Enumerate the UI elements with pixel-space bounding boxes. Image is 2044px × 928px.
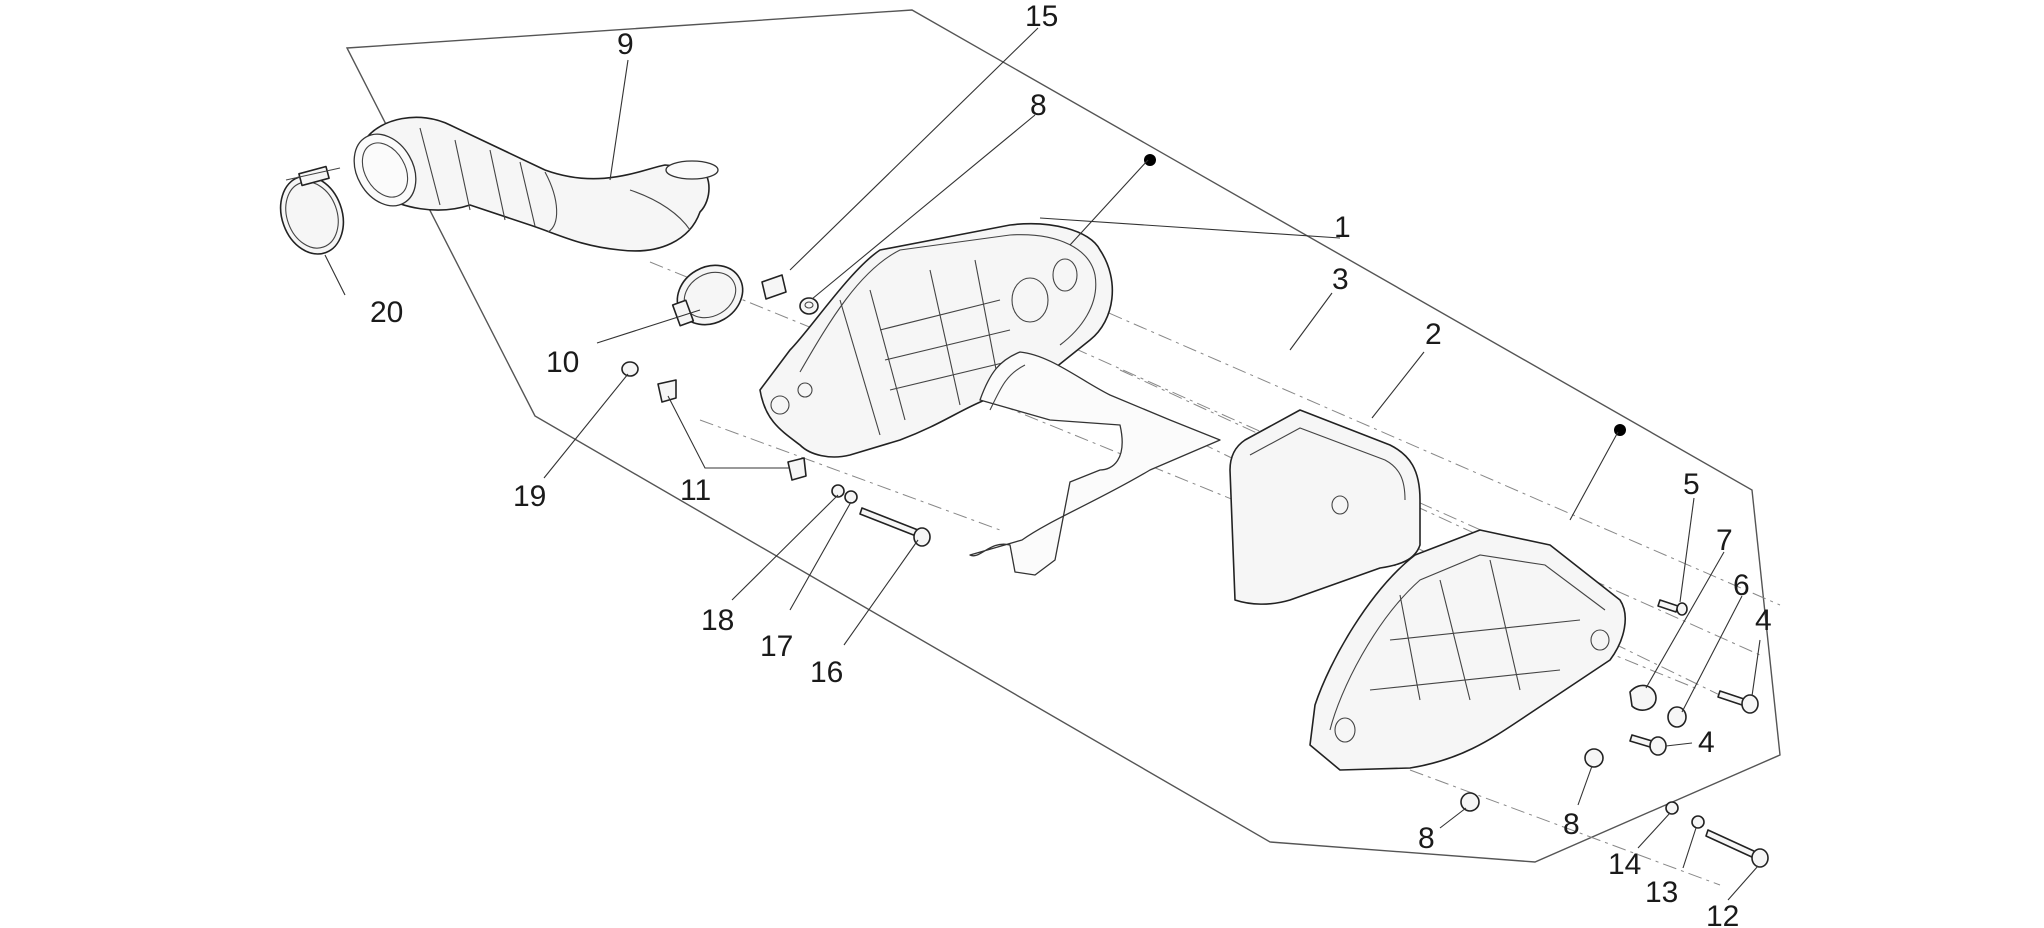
washer-14 <box>1665 801 1679 815</box>
callout-1: 1 <box>1334 211 1351 244</box>
callout-14: 14 <box>1608 848 1641 881</box>
fastener-15 <box>761 274 787 300</box>
spacer-8-right <box>1584 748 1604 768</box>
screw-4-lower <box>1629 734 1667 756</box>
callout-8-right: 8 <box>1563 808 1580 841</box>
fastener-19 <box>621 361 639 377</box>
callout-labels: 15 9 8 1 3 2 20 10 19 11 5 7 6 4 18 17 1… <box>370 0 1772 928</box>
fastener-11b <box>787 457 807 481</box>
callout-4-upper: 4 <box>1755 604 1772 637</box>
screw-5 <box>1657 599 1688 616</box>
callout-13: 13 <box>1645 876 1678 909</box>
callout-19: 19 <box>513 480 546 513</box>
filter-box-housing <box>759 222 1114 458</box>
callout-6: 6 <box>1733 569 1750 602</box>
screw-4-upper <box>1717 690 1759 714</box>
grommet-6 <box>1667 706 1687 728</box>
callout-12: 12 <box>1706 900 1739 928</box>
callout-8-bottom: 8 <box>1418 822 1435 855</box>
filter-box-cover <box>1309 529 1626 771</box>
filter-element <box>1229 409 1421 605</box>
clip-7 <box>1629 684 1657 711</box>
hose-clamp-small <box>279 165 345 255</box>
gasket <box>969 351 1221 576</box>
washer-18 <box>831 484 845 498</box>
spacer-8-bottom <box>1460 792 1480 812</box>
callout-8-top: 8 <box>1030 89 1047 122</box>
bolt-16 <box>859 507 931 547</box>
callout-10: 10 <box>546 346 579 379</box>
callout-4-lower: 4 <box>1698 726 1715 759</box>
callout-11: 11 <box>680 474 711 507</box>
callout-18: 18 <box>701 604 734 637</box>
washer-13 <box>1691 815 1705 829</box>
bolt-12 <box>1705 829 1769 868</box>
fastener-11a <box>657 379 677 403</box>
assembly-outline <box>345 9 1781 863</box>
washer-17 <box>844 490 858 504</box>
callout-5: 5 <box>1683 468 1700 501</box>
reference-dots <box>1144 154 1626 436</box>
fastener-8-top <box>799 297 819 315</box>
leader-lines <box>324 27 1761 901</box>
callout-20: 20 <box>370 296 403 329</box>
callout-9: 9 <box>617 28 634 61</box>
callout-7: 7 <box>1716 524 1733 557</box>
callout-2: 2 <box>1425 318 1442 351</box>
hose-clamp-large <box>671 264 744 327</box>
callout-3: 3 <box>1332 263 1349 296</box>
intake-duct <box>353 116 719 252</box>
callout-15: 15 <box>1025 0 1058 33</box>
callout-16: 16 <box>810 656 843 689</box>
callout-17: 17 <box>760 630 793 663</box>
